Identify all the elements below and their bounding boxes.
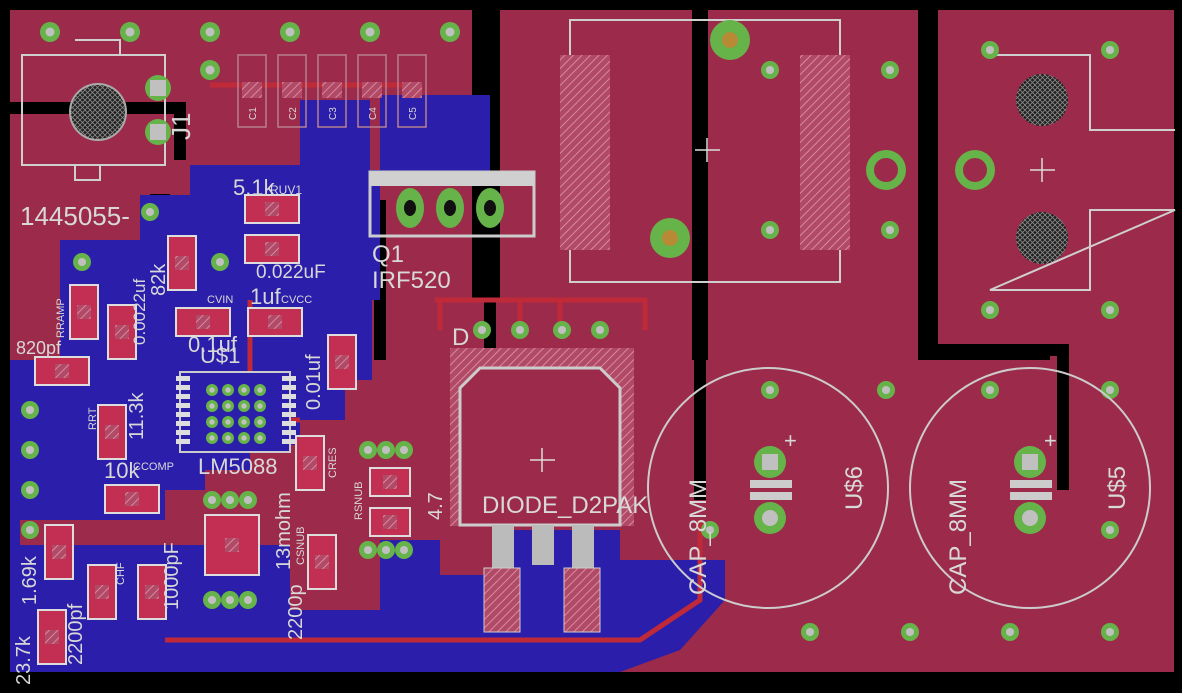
label-00022uf: 0.0022uf	[130, 279, 149, 345]
smd-resistor-label: C5	[408, 107, 419, 120]
label-ruv1: RUV1	[270, 183, 302, 197]
smd-resistor-row: C1 C2 C3 C4 C5	[237, 54, 427, 128]
label-10k: 10k	[104, 458, 140, 483]
ic-u1-lm5088[interactable]: U$1 LM5088	[176, 343, 296, 479]
label-cres: CRES	[327, 447, 339, 478]
smd-resistor	[277, 54, 307, 128]
through-hole-headers	[203, 441, 413, 609]
transistor-q1[interactable]: Q1 IRF520	[368, 170, 536, 294]
label-0-01uf: 0.01uf	[303, 354, 325, 410]
via-pads	[21, 41, 1119, 641]
cap1-ref-label: U$6	[841, 466, 868, 510]
crosshair-icon	[695, 138, 720, 162]
diode-d2pak[interactable]: DIODE_D2PAK D	[450, 321, 648, 633]
label-csnub: CSNUB	[295, 526, 307, 565]
smd-passives	[34, 194, 411, 665]
label-chf: CHF	[115, 562, 127, 585]
cap1-part-label: CAP_8MM	[685, 479, 712, 595]
smd-resistor-label: C4	[368, 107, 379, 120]
heatsink-footprint[interactable]	[560, 19, 906, 283]
smd-component	[307, 534, 337, 590]
label-2200pf: 2200pf	[65, 603, 87, 665]
u1-ref-label: U$1	[200, 343, 240, 368]
plus-label: +	[784, 428, 797, 453]
j1-part-label: 1445055-	[20, 201, 130, 231]
label-1-69k: 1.69k	[19, 555, 41, 605]
smd-resistor-label: C2	[288, 107, 299, 120]
capacitor-us6[interactable]: + CAP_8MM U$6	[647, 367, 889, 609]
label-1000pf: 1000pF	[161, 542, 183, 610]
q1-part-label: IRF520	[372, 267, 451, 294]
crosshatch-circle-icon	[1016, 212, 1068, 264]
label-0-1uf: 0.1uf	[188, 332, 238, 357]
label-1uf: 1uf	[250, 284, 281, 309]
smd-component	[247, 307, 303, 337]
label-rrt: RRT	[87, 407, 99, 430]
label-5k1: 5.1k	[233, 175, 276, 200]
q1-ref-label: Q1	[372, 241, 404, 268]
u1-part-label: LM5088	[198, 454, 278, 479]
j1-ref-label: J1	[166, 113, 196, 140]
plus-label: +	[1044, 428, 1057, 453]
terminal-block[interactable]	[955, 54, 1176, 291]
label-cvin: CVIN	[207, 294, 233, 306]
smd-resistor-label: C1	[248, 107, 259, 120]
diode-ref-label: D	[452, 324, 469, 351]
crosshair-icon	[1030, 158, 1055, 182]
smd-component	[295, 435, 325, 491]
connector-j1[interactable]: 1445055- J1	[20, 39, 196, 231]
smd-resistor	[397, 54, 427, 128]
label-11-3k: 11.3k	[126, 392, 148, 440]
smd-resistor	[357, 54, 387, 128]
crosshatch-circle-icon	[1016, 74, 1068, 126]
label-rsnub: RSNUB	[353, 481, 365, 520]
label-cvcc: CVCC	[281, 294, 312, 306]
cap2-part-label: CAP_8MM	[945, 479, 972, 595]
label-2200p: 2200p	[285, 584, 307, 640]
label-ccomp: CCOMP	[133, 461, 174, 473]
label-82k: 82k	[148, 263, 170, 296]
label-rramp: RRAMP	[55, 298, 67, 338]
crosshair-icon	[530, 448, 555, 472]
capacitor-us5[interactable]: + CAP_8MM U$5	[909, 367, 1151, 609]
cap2-ref-label: U$5	[1104, 466, 1131, 510]
diode-part-label: DIODE_D2PAK	[482, 492, 648, 519]
silk-labels: 5.1k RUV1 0.022uF 1uf CVIN CVCC 0.1uf 82…	[13, 175, 447, 685]
label-820pf: 820pf	[16, 338, 62, 358]
label-23-7k: 23.7k	[13, 635, 35, 685]
label-13mohm: 13mohm	[273, 492, 295, 570]
label-4-7: 4.7	[425, 492, 447, 520]
smd-resistor	[237, 54, 267, 128]
smd-resistor-label: C3	[328, 107, 339, 120]
header-row-top	[40, 22, 460, 80]
smd-resistor	[317, 54, 347, 128]
label-0022uf: 0.022uF	[256, 262, 326, 283]
crosshatch-circle-icon	[69, 83, 127, 141]
